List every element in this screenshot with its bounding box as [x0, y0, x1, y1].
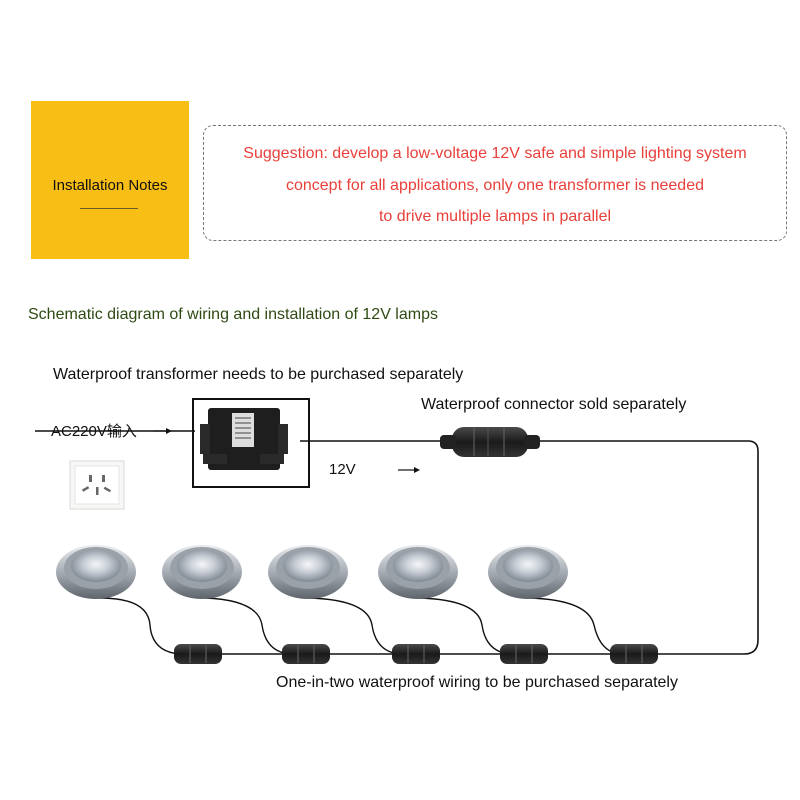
output-arrow [398, 467, 420, 473]
lamp-wire-3 [309, 597, 401, 655]
suggestion-box: Suggestion: develop a low-voltage 12V sa… [203, 125, 787, 241]
installation-notes-title: Installation Notes [52, 177, 168, 194]
installation-notes-box: Installation Notes [31, 101, 189, 259]
wall-socket-icon [69, 460, 125, 510]
lamp-wire-5 [529, 597, 621, 655]
lamp-wire-4 [419, 597, 511, 655]
lamp-wire-2 [204, 597, 291, 655]
suggestion-line-2: concept for all applications, only one t… [285, 177, 704, 194]
waterproof-connector [440, 427, 540, 457]
splitter-label: One-in-two waterproof wiring to be purch… [276, 674, 678, 691]
suggestion-line-1: Suggestion: develop a low-voltage 12V sa… [243, 145, 747, 162]
main-12v-wire [528, 440, 759, 655]
splitter-5 [610, 644, 658, 664]
ac-input-label: AC220V输入 [51, 423, 137, 440]
lamp-4 [378, 545, 458, 599]
transformer-label: Waterproof transformer needs to be purch… [53, 366, 464, 383]
splitter-2 [282, 644, 330, 664]
voltage-label: 12V [329, 461, 356, 478]
lamp-5 [488, 545, 568, 599]
lamp-wire-1 [99, 597, 181, 655]
splitter-3 [392, 644, 440, 664]
input-arrow [153, 428, 172, 434]
notes-underline [80, 208, 138, 209]
schematic-title: Schematic diagram of wiring and installa… [28, 306, 438, 323]
suggestion-line-3: to drive multiple lamps in parallel [378, 208, 612, 225]
lamp-3 [268, 545, 348, 599]
splitter-1 [174, 644, 222, 664]
connector-label: Waterproof connector sold separately [421, 396, 687, 413]
splitter-4 [500, 644, 548, 664]
transformer-frame [192, 398, 310, 488]
transformer [200, 408, 288, 470]
lamp-1 [56, 545, 136, 599]
lamp-2 [162, 545, 242, 599]
